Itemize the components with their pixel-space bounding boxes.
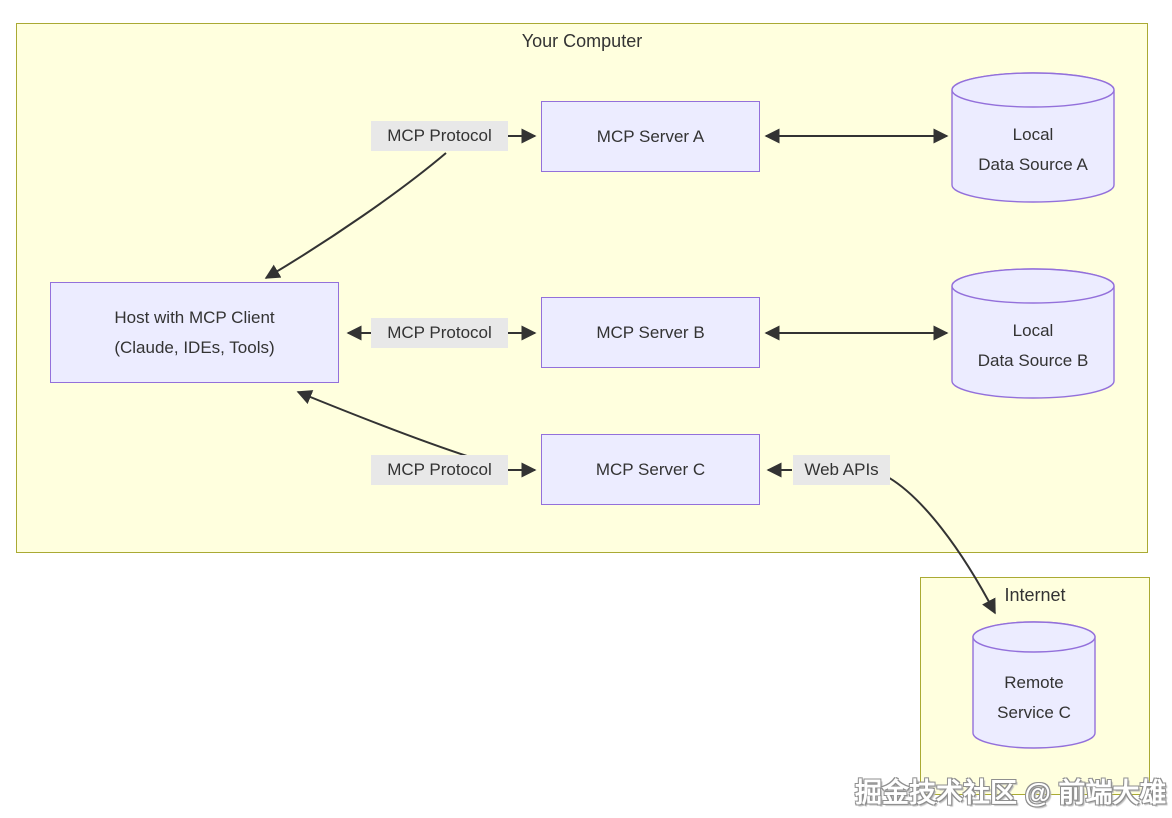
edge-label-mcp-protocol-c: MCP Protocol bbox=[371, 455, 508, 485]
cylinder-remote-service-c bbox=[972, 621, 1096, 749]
node-mcp-server-a-label: MCP Server A bbox=[596, 126, 705, 146]
remote-service-c-label: Remote Service C bbox=[973, 668, 1095, 728]
data-source-a-label-line1: Local bbox=[1012, 125, 1054, 144]
edge-label-web-apis: Web APIs bbox=[793, 455, 890, 485]
edge-web-apis-to-remote-service bbox=[885, 475, 996, 615]
remote-service-c-label-line2: Service C bbox=[997, 703, 1071, 722]
cylinder-data-source-a bbox=[951, 72, 1115, 203]
node-host-label-line1: Host with MCP Client bbox=[114, 307, 275, 327]
node-mcp-server-b-label: MCP Server B bbox=[596, 322, 705, 342]
data-source-a-label-line2: Data Source A bbox=[978, 155, 1088, 174]
data-source-b-label: Local Data Source B bbox=[952, 316, 1114, 376]
cylinder-data-source-a-top bbox=[951, 72, 1115, 108]
node-host-label-line2: (Claude, IDEs, Tools) bbox=[114, 337, 275, 357]
edge-server-a-to-host bbox=[264, 152, 447, 279]
watermark-text: 掘金技术社区 @ 前端大雄 bbox=[855, 778, 1167, 808]
node-mcp-server-c: MCP Server C bbox=[541, 434, 760, 505]
cluster-your-computer-title: Your Computer bbox=[521, 31, 643, 51]
cluster-internet: Internet bbox=[920, 577, 1150, 795]
edge-label-mcp-protocol-b: MCP Protocol bbox=[371, 318, 508, 348]
data-source-b-label-line2: Data Source B bbox=[977, 351, 1089, 370]
node-mcp-server-a: MCP Server A bbox=[541, 101, 760, 172]
node-mcp-server-c-label: MCP Server C bbox=[595, 459, 706, 479]
cluster-internet-title: Internet bbox=[1004, 585, 1066, 605]
cylinder-data-source-b bbox=[951, 268, 1115, 399]
edge-label-mcp-protocol-a: MCP Protocol bbox=[371, 121, 508, 151]
remote-service-c-label-line1: Remote bbox=[1004, 673, 1064, 692]
edge-server-c-to-host bbox=[296, 390, 471, 458]
data-source-a-label: Local Data Source A bbox=[952, 120, 1114, 180]
data-source-b-label-line1: Local bbox=[1012, 321, 1054, 340]
cylinder-remote-service-c-top bbox=[972, 621, 1096, 653]
node-mcp-server-b: MCP Server B bbox=[541, 297, 760, 368]
cylinder-data-source-b-top bbox=[951, 268, 1115, 304]
node-host-with-mcp-client: Host with MCP Client (Claude, IDEs, Tool… bbox=[50, 282, 339, 383]
